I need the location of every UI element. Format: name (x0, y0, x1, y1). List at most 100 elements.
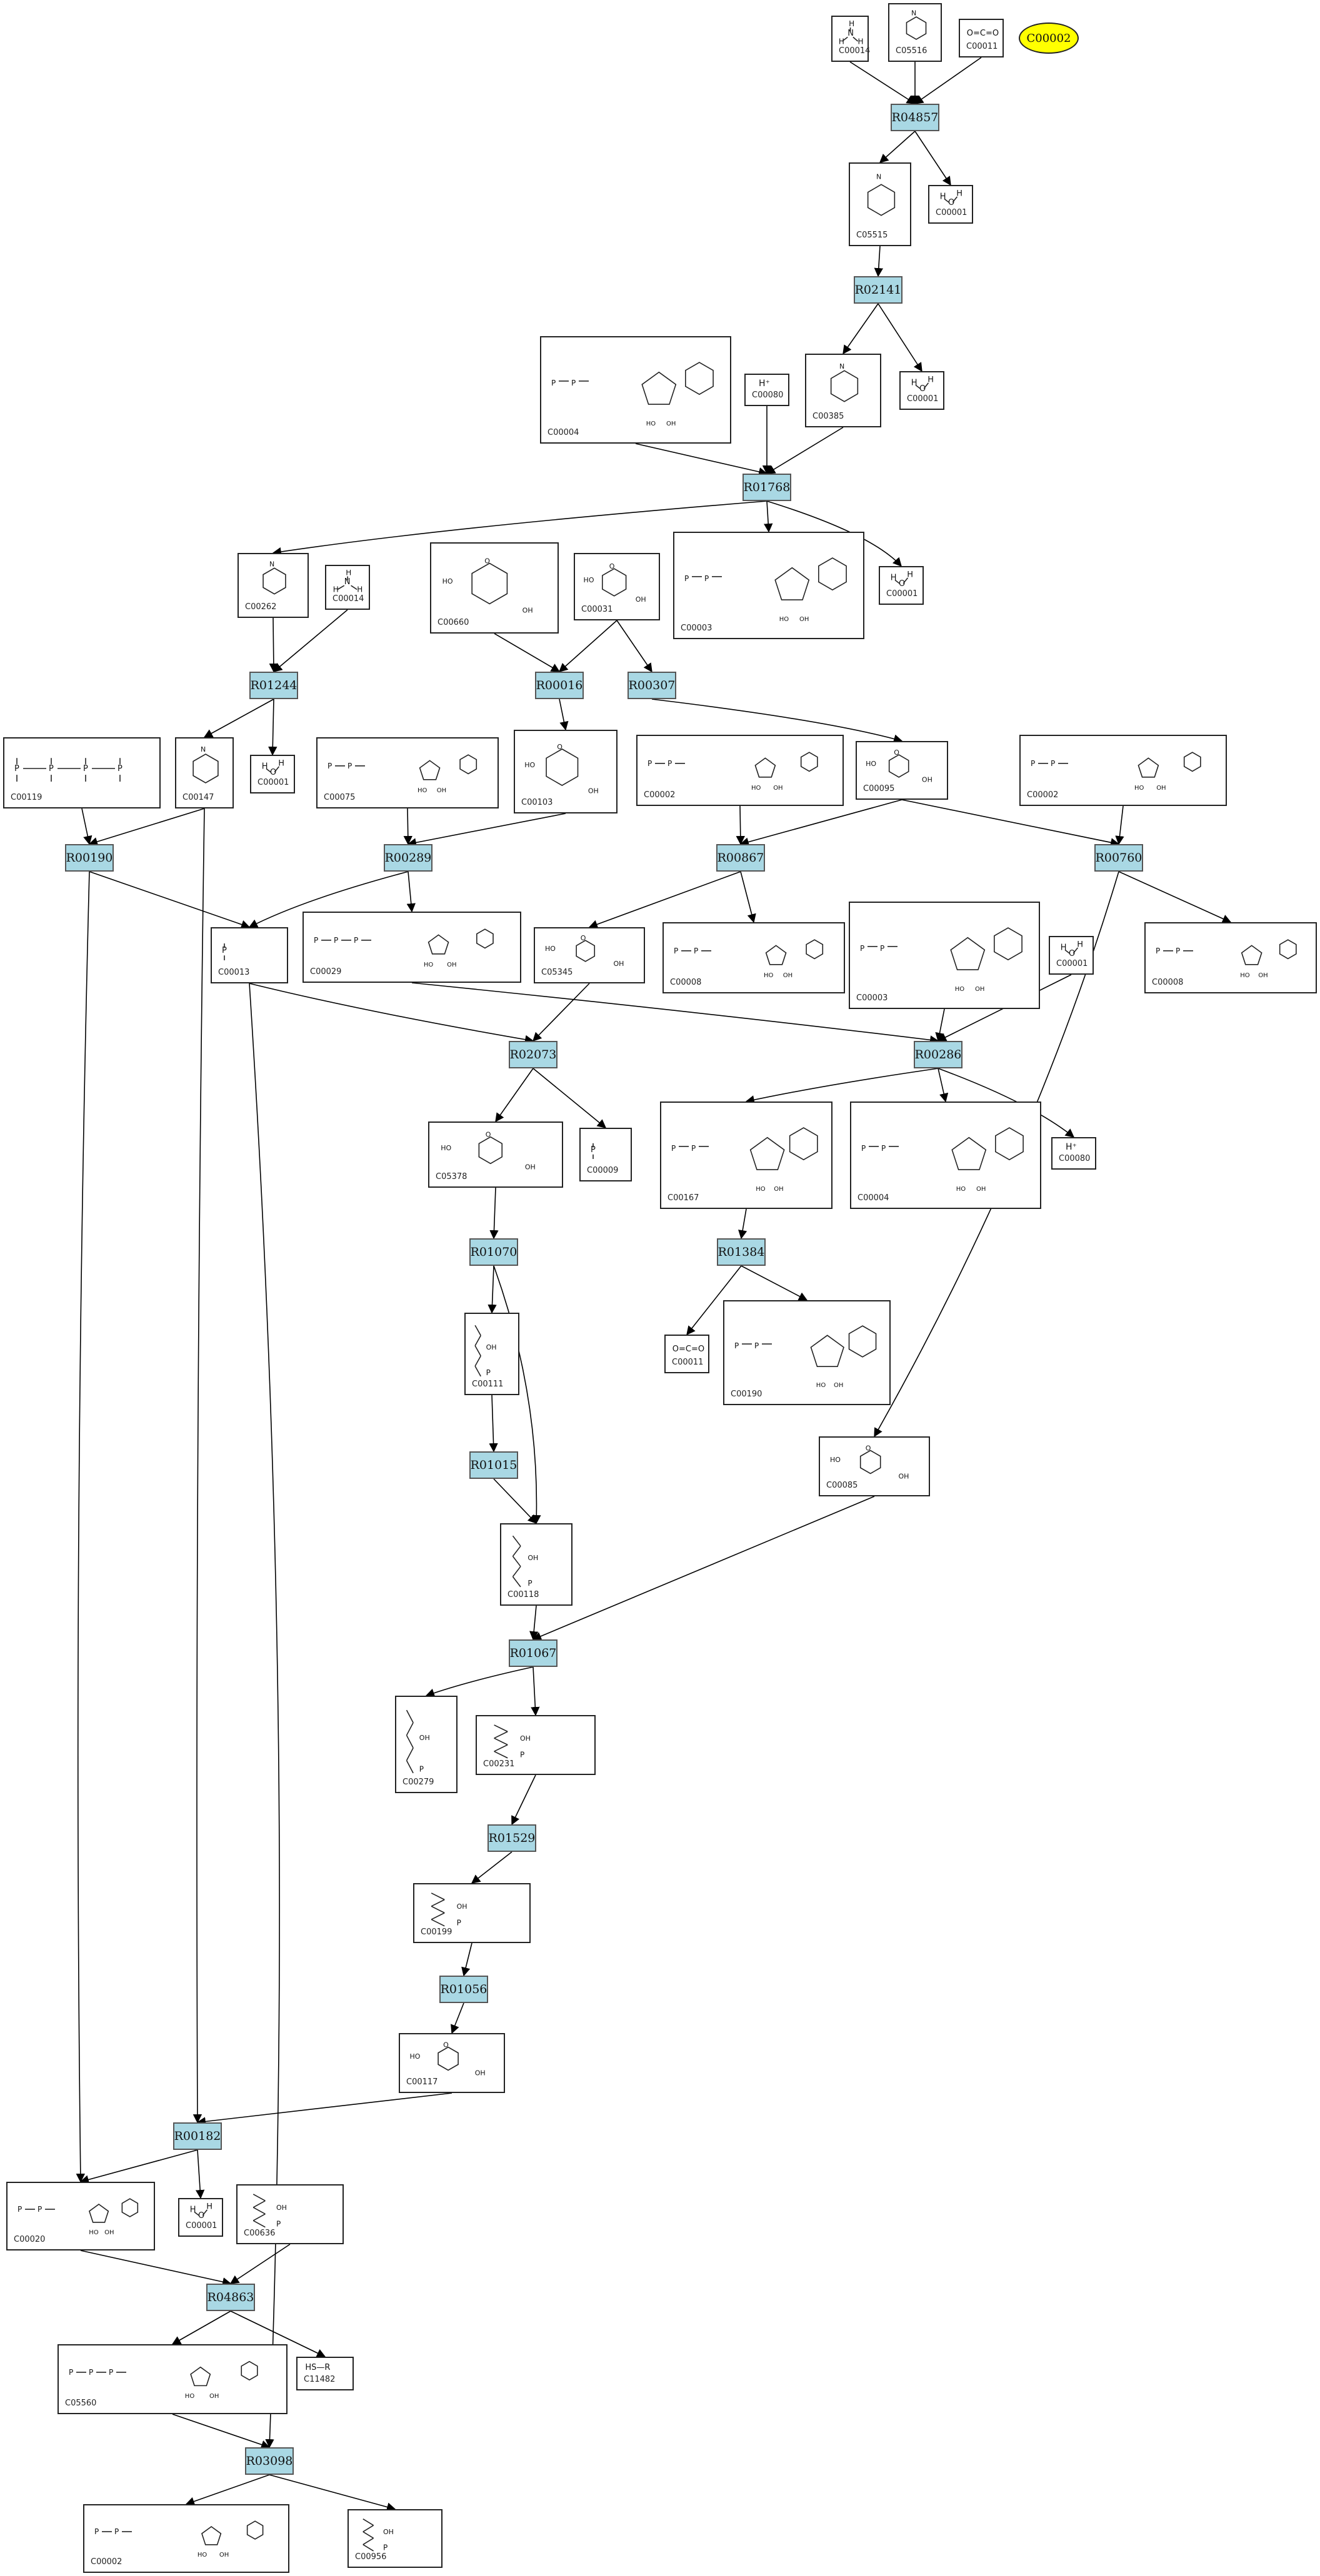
reaction-node[interactable]: R00016 (535, 672, 584, 699)
reaction-node[interactable]: R00182 (173, 2122, 222, 2150)
reaction-node[interactable]: R00190 (65, 844, 114, 872)
compound-node[interactable]: H⁺C00080 (1051, 1137, 1096, 1170)
reaction-node[interactable]: R03098 (245, 2447, 294, 2475)
compound-id: C00008 (1152, 978, 1184, 987)
reaction-node[interactable]: R01768 (742, 474, 791, 501)
svg-text:OH: OH (799, 616, 809, 623)
svg-text:OH: OH (774, 1186, 783, 1193)
svg-text:P: P (528, 1579, 532, 1588)
svg-text:P: P (691, 1144, 696, 1153)
reaction-node[interactable]: R04857 (891, 104, 939, 131)
compound-id: C11482 (304, 2375, 336, 2384)
compound-id: C00080 (752, 390, 784, 400)
reaction-node[interactable]: R02141 (854, 276, 902, 304)
compound-id: C00279 (402, 1778, 434, 1787)
molecule-structure: N (262, 560, 286, 595)
svg-text:H: H (333, 585, 339, 594)
reaction-node[interactable]: R00289 (384, 844, 432, 872)
reaction-node[interactable]: R01070 (469, 1238, 518, 1266)
reaction-node[interactable]: R01529 (488, 1824, 536, 1852)
svg-text:OH: OH (209, 2393, 219, 2400)
reaction-node[interactable]: R00760 (1094, 844, 1143, 872)
reaction-node[interactable]: R04863 (206, 2284, 255, 2311)
reaction-node[interactable]: R01244 (249, 672, 298, 699)
svg-text:HO: HO (1240, 972, 1250, 979)
reaction-node[interactable]: R02073 (509, 1041, 558, 1068)
svg-text:P: P (83, 764, 88, 773)
reaction-node[interactable]: R00286 (914, 1041, 962, 1068)
edge (529, 1605, 539, 1641)
reaction-node[interactable]: R01384 (717, 1238, 766, 1266)
compound-id: C00020 (14, 2235, 46, 2244)
reaction-node[interactable]: R01015 (469, 1451, 518, 1479)
compound-node[interactable]: H⁺C00080 (744, 374, 789, 406)
reaction-node[interactable]: R00867 (716, 844, 765, 872)
compound-id: C00117 (406, 2077, 438, 2087)
molecule-structure: OHP (406, 1709, 430, 1773)
reaction-node[interactable]: R01056 (439, 1976, 488, 2003)
highlight-compound-node[interactable]: C00002 (1019, 22, 1079, 54)
compound-id: C00103 (521, 798, 553, 807)
reaction-node[interactable]: R00307 (628, 672, 676, 699)
svg-text:P: P (734, 1341, 739, 1350)
reaction-node[interactable]: R01067 (509, 1639, 558, 1667)
edge (411, 982, 939, 1045)
svg-text:O: O (899, 579, 905, 589)
svg-text:P: P (118, 764, 122, 773)
svg-text:OH: OH (834, 1382, 843, 1389)
edge (558, 620, 618, 672)
edge (230, 2310, 326, 2357)
